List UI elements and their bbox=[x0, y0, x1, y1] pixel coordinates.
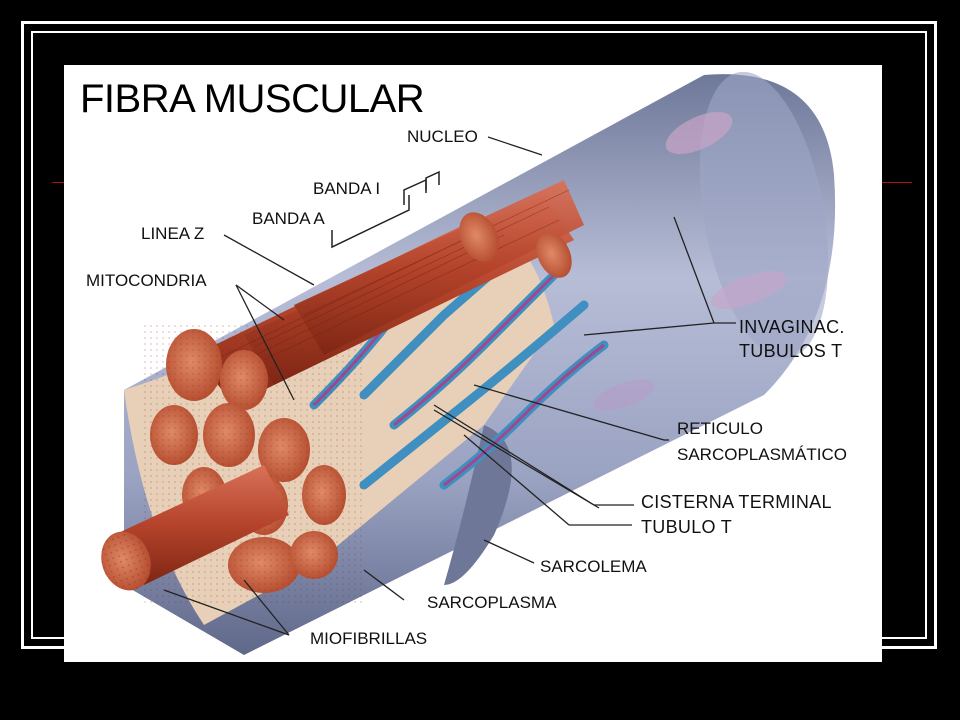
label-mitocondria: MITOCONDRIA bbox=[86, 271, 207, 290]
label-tubulos-t: TUBULOS T bbox=[739, 341, 843, 361]
label-reticulo: RETICULO bbox=[677, 419, 763, 438]
protruding-myofibril bbox=[101, 465, 289, 591]
label-banda-a: BANDA A bbox=[252, 209, 325, 228]
label-invaginac: INVAGINAC. bbox=[739, 317, 845, 337]
leader-lines bbox=[163, 136, 736, 636]
label-sarcolema: SARCOLEMA bbox=[540, 557, 647, 576]
label-cisterna-terminal: CISTERNA TERMINAL bbox=[641, 492, 832, 512]
label-tubulo-t: TUBULO T bbox=[641, 517, 733, 537]
label-nucleo: NUCLEO bbox=[407, 127, 478, 146]
muscle-fiber-illustration bbox=[101, 71, 836, 655]
page-title: FIBRA MUSCULAR bbox=[80, 77, 425, 121]
label-sarcoplasmatico: SARCOPLASMÁTICO bbox=[677, 445, 848, 464]
red-rule-right bbox=[880, 182, 912, 183]
label-banda-i: BANDA I bbox=[313, 179, 381, 198]
diagram-panel: FIBRA MUSCULAR NUCLEO BANDA I BANDA A LI… bbox=[64, 65, 882, 662]
label-sarcoplasma: SARCOPLASMA bbox=[427, 593, 557, 612]
red-rule-left bbox=[52, 182, 66, 183]
label-linea-z: LINEA Z bbox=[141, 224, 205, 243]
band-brackets bbox=[331, 170, 440, 249]
label-miofibrillas: MIOFIBRILLAS bbox=[310, 629, 428, 648]
